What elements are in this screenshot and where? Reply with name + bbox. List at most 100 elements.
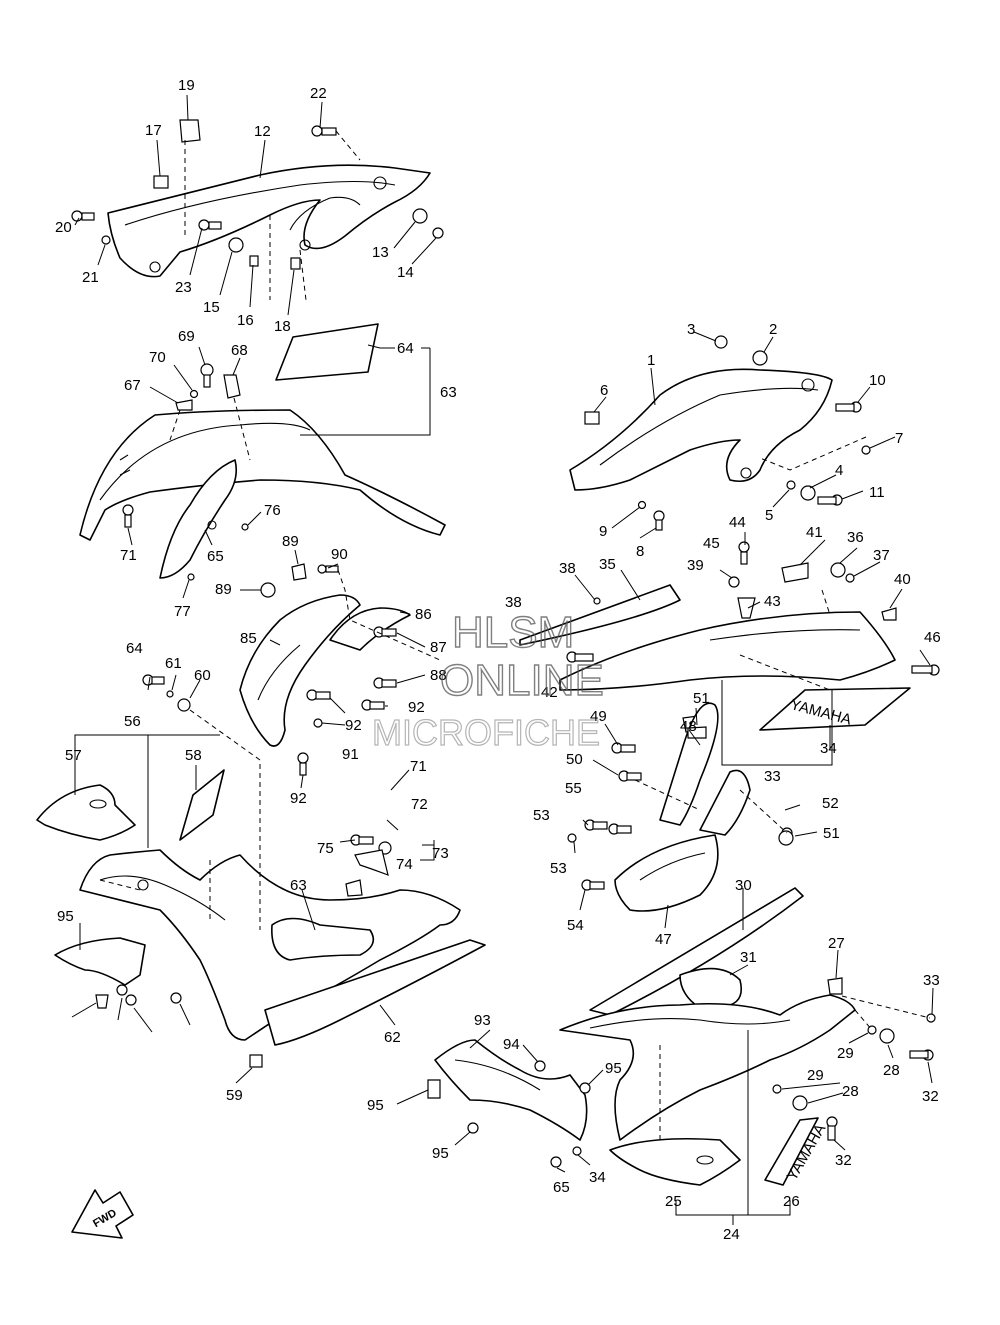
callout-1: 1	[647, 352, 655, 369]
callout-33: 33	[923, 972, 940, 989]
callout-24: 24	[723, 1226, 740, 1243]
callout-16: 16	[237, 312, 254, 329]
callout-40b: 38	[505, 594, 522, 611]
forward-direction-arrow: FWD	[71, 1189, 134, 1239]
callout-54: 52	[822, 795, 839, 812]
callout-39: 37	[873, 547, 890, 564]
callout-71b: 77	[174, 603, 191, 620]
hardware-lower-right	[427, 977, 936, 1168]
watermark-line-3: MICROFICHE	[372, 712, 600, 753]
callout-92b: 95	[605, 1060, 622, 1077]
callout-4: 4	[835, 462, 843, 479]
watermark-line-2: ONLINE	[440, 656, 604, 705]
callout-85: 89	[215, 581, 232, 598]
callout-20: 20	[55, 219, 72, 236]
callout-87: 90	[331, 546, 348, 563]
callout-92c: 95	[432, 1145, 449, 1162]
part-60-decal	[179, 769, 225, 841]
callout-7: 7	[895, 430, 903, 447]
callout-34: 34	[589, 1169, 606, 1186]
hardware-lower-left	[142, 674, 392, 1068]
callout-83: 86	[415, 606, 432, 623]
callout-89b: 92	[290, 790, 307, 807]
callout-23: 23	[175, 279, 192, 296]
callout-5: 5	[765, 507, 773, 524]
callout-93: 95	[367, 1097, 384, 1114]
part-69-decal-sheet	[275, 323, 379, 381]
callout-72: 67	[124, 377, 141, 394]
leaders-lower-right	[396, 888, 934, 1225]
hardware-right-top	[584, 335, 871, 531]
callout-88: 91	[342, 746, 359, 763]
part-49-50-air-duct	[614, 702, 751, 912]
callout-44: 42	[541, 684, 558, 701]
callout-45: 43	[764, 593, 781, 610]
callout-6: 6	[600, 382, 608, 399]
part-68-cowling-body	[79, 409, 446, 579]
callout-77: 71	[410, 758, 427, 775]
callout-36: 34	[820, 740, 837, 757]
callout-42: 40	[894, 571, 911, 588]
callout-43: 41	[806, 524, 823, 541]
leaders-middle-right	[574, 532, 931, 766]
callout-18: 18	[274, 318, 291, 335]
part-94-bracket	[54, 937, 182, 1009]
callout-15: 15	[203, 299, 220, 316]
callout-53: 51	[693, 690, 710, 707]
callout-29a: 29	[837, 1045, 854, 1062]
leaders-right-top	[593, 331, 896, 539]
leaders-cowling	[127, 344, 431, 599]
watermark-line-1: HLSM	[452, 608, 574, 657]
leaders-duct	[573, 707, 818, 929]
callout-40: 38	[559, 560, 576, 577]
part-30-strip	[589, 887, 804, 1016]
callout-60: 58	[185, 747, 202, 764]
callout-94: 95	[57, 908, 74, 925]
callout-56b: 54	[567, 917, 584, 934]
part-59-decal	[36, 784, 136, 841]
callout-12: 12	[254, 123, 271, 140]
callout-46: 44	[729, 514, 746, 531]
callout-71a: 76	[264, 502, 281, 519]
callout-74: 69	[178, 328, 195, 345]
callout-31: 31	[740, 949, 757, 966]
callout-57: 55	[565, 780, 582, 797]
leaders-lower-left	[71, 674, 435, 1084]
callout-76: 71	[120, 547, 137, 564]
callout-3: 3	[687, 321, 695, 338]
callout-48: 46	[924, 629, 941, 646]
callout-38: 36	[847, 529, 864, 546]
callout-28b: 28	[842, 1083, 859, 1100]
callout-64: 62	[384, 1029, 401, 1046]
callout-25: 25	[665, 1193, 682, 1210]
part-12-side-cover	[107, 164, 431, 278]
callout-8: 8	[636, 543, 644, 560]
callout-65: 63	[290, 877, 307, 894]
callout-50: 48	[680, 718, 697, 735]
callout-32a: 32	[922, 1088, 939, 1105]
callout-41: 39	[687, 557, 704, 574]
callout-11: 11	[869, 484, 885, 501]
leaders-top	[74, 94, 437, 316]
callout-84b: 88	[430, 667, 447, 684]
callout-9: 9	[599, 523, 607, 540]
callout-89a: 92	[345, 717, 362, 734]
callout-86: 89	[282, 533, 299, 550]
callout-28a: 28	[883, 1062, 900, 1079]
callout-68: 63	[440, 384, 457, 401]
callout-70: 65	[207, 548, 224, 565]
callout-79: 73	[432, 845, 449, 862]
callout-10: 10	[869, 372, 886, 389]
callout-91: 93	[474, 1012, 491, 1029]
callout-78: 72	[411, 796, 428, 813]
callout-61: 59	[226, 1087, 243, 1104]
callout-56a: 53	[533, 807, 550, 824]
hardware-cowling	[122, 363, 249, 581]
callout-21: 21	[82, 269, 99, 286]
callout-29b: 29	[807, 1067, 824, 1084]
callout-67: 65	[553, 1179, 570, 1196]
callout-63: 61	[165, 655, 182, 672]
part-35-side-panel: YAMAHA	[559, 611, 911, 731]
callout-62: 60	[194, 667, 211, 684]
